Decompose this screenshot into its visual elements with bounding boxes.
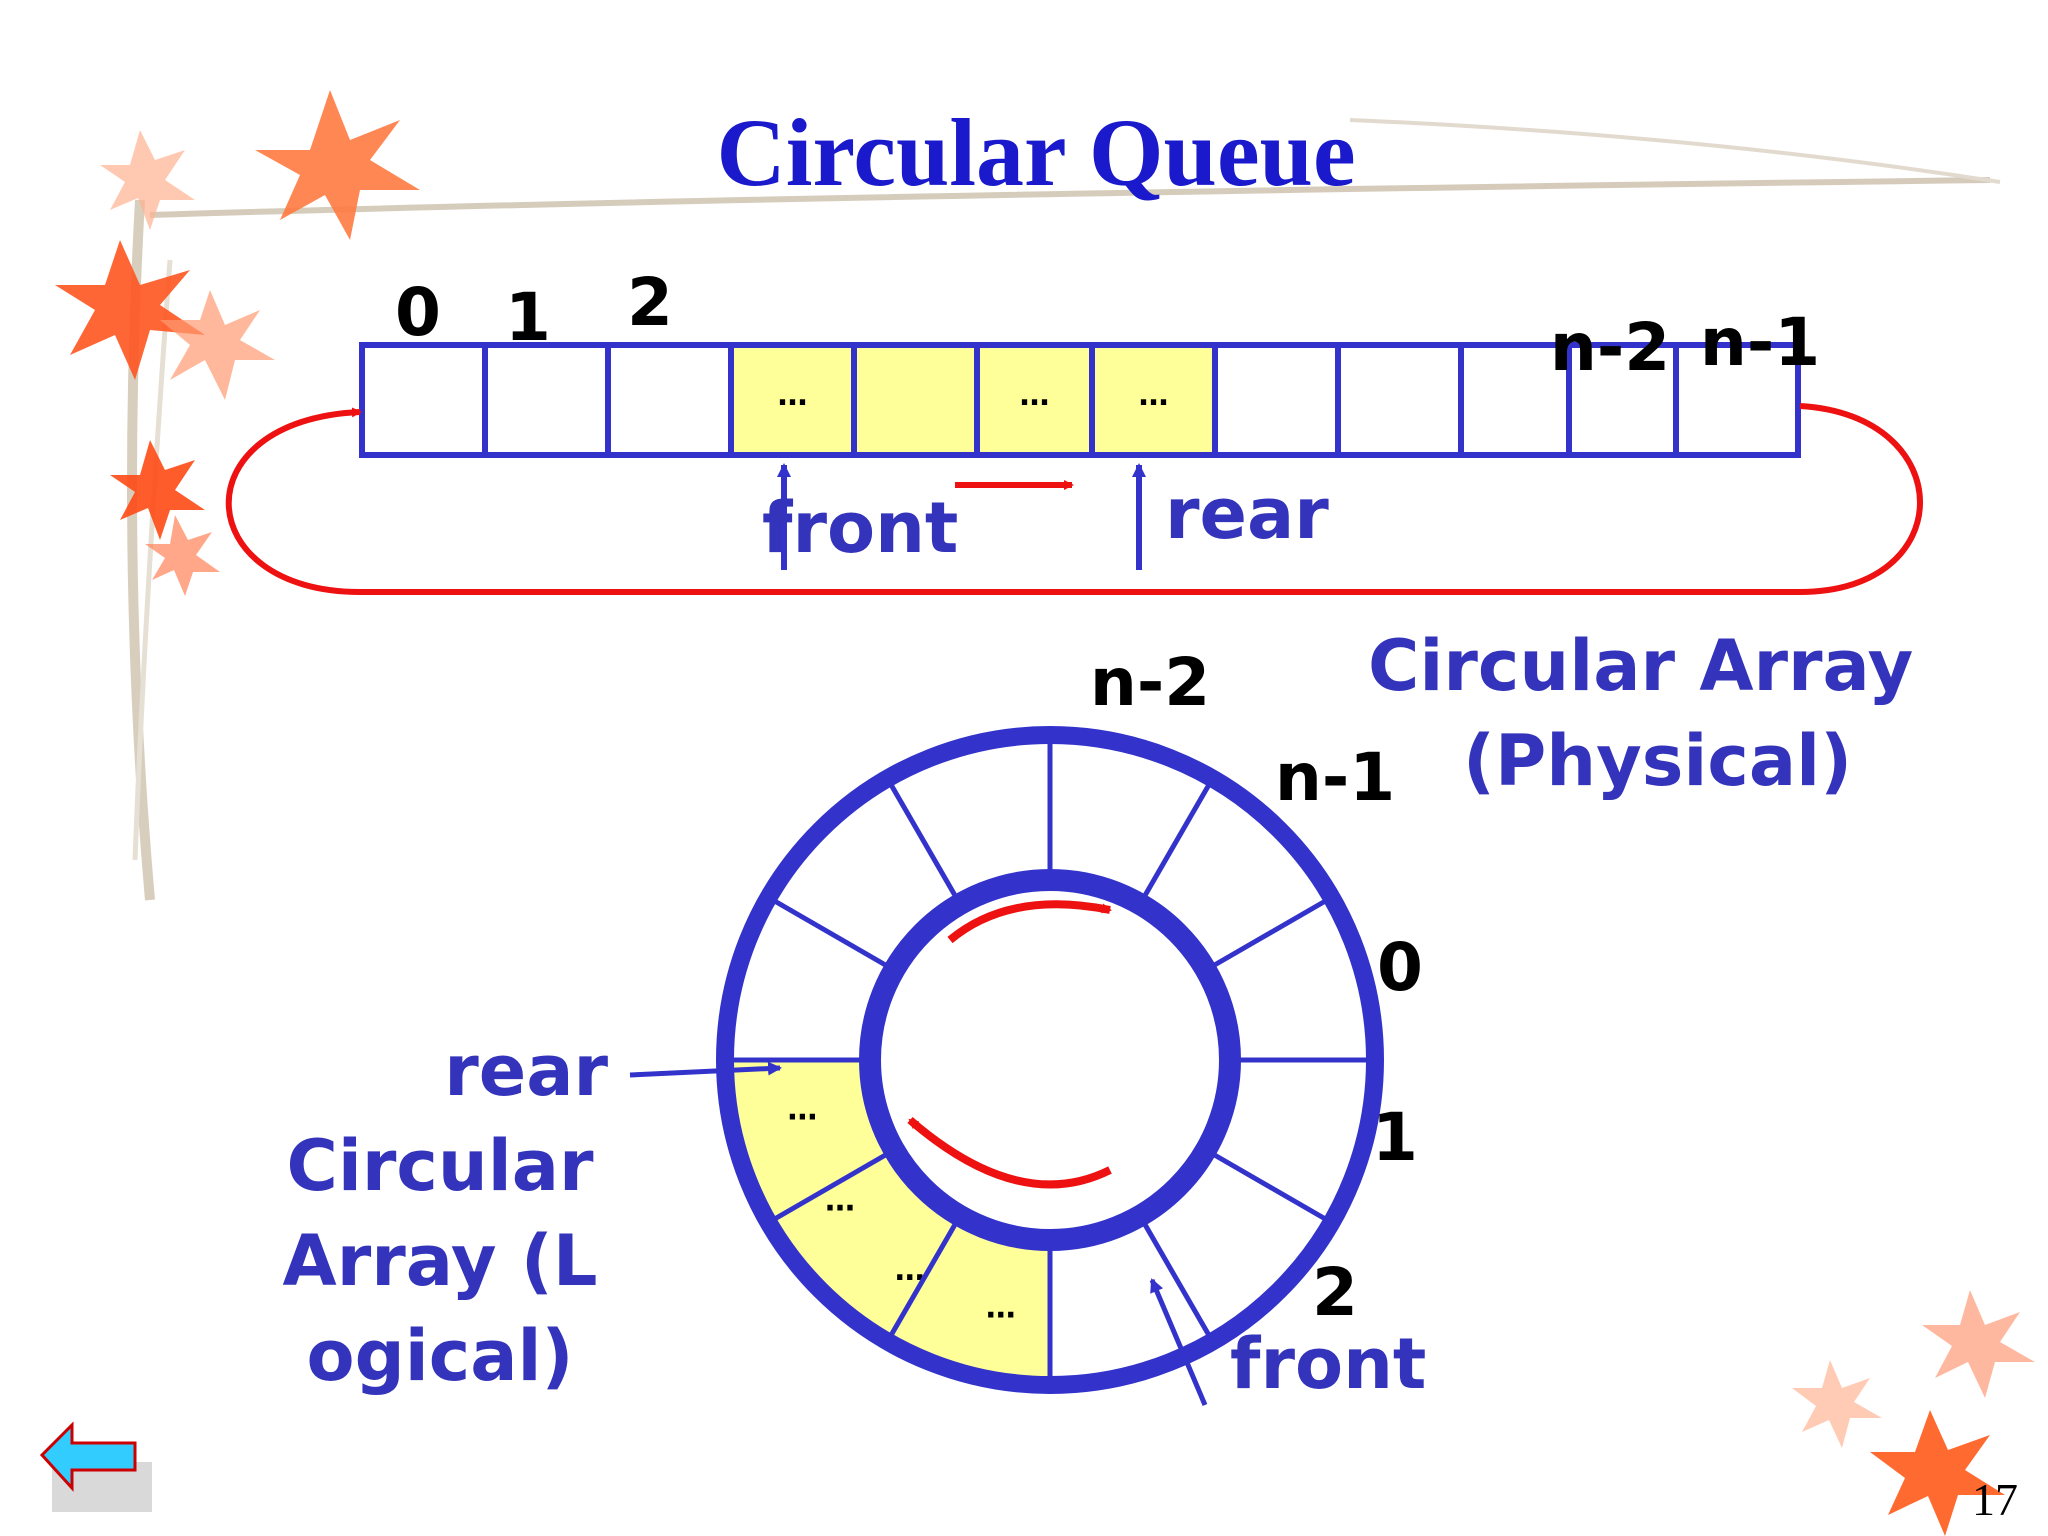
ring-inner-circle [859, 869, 1241, 1251]
cell-ellipsis: … [1139, 378, 1169, 413]
ring-rear-label: rear [444, 1030, 608, 1112]
array-tail-index-label: n-2 [1550, 309, 1670, 386]
ring-filled-segment [925, 1226, 1050, 1385]
linear-front-label: front [762, 487, 958, 569]
ring-index-label: 0 [1377, 929, 1423, 1006]
ring-spoke [1213, 1152, 1326, 1221]
array-index-label: 2 [627, 264, 673, 341]
logical-caption-line2: Array (L [283, 1220, 598, 1302]
ring-spoke [774, 1152, 887, 1221]
slide-title: Circular Queue [716, 99, 1355, 206]
cell-ellipsis: … [778, 378, 808, 413]
maple-leaf-cluster-top-left [55, 90, 420, 596]
left-arrow-icon [39, 1421, 137, 1492]
ring-rotation-arrow-bottom [907, 1116, 1112, 1189]
linear-front-pointer: front [762, 463, 958, 570]
linear-rear-pointer: rear [1132, 463, 1329, 570]
physical-caption-line2: (Physical) [1463, 720, 1852, 802]
ring-index-label: 1 [1372, 1099, 1418, 1176]
wraparound-arrow [225, 403, 1923, 595]
ring-spoke [1213, 899, 1326, 968]
array-cell [974, 342, 1095, 458]
logical-caption-line3: ogical) [307, 1315, 574, 1397]
cell-ellipsis: … [1020, 378, 1050, 413]
array-cell [482, 342, 611, 458]
array-cell [1089, 342, 1218, 458]
ring-front-label: front [1230, 1323, 1426, 1405]
ring-segment-ellipsis: … [986, 1291, 1016, 1326]
ring-spoke [1142, 1223, 1211, 1336]
array-index-label: 0 [395, 274, 441, 351]
array-cell [1212, 342, 1341, 458]
ring-segment-ellipsis: … [787, 1092, 817, 1127]
array-tail-index-label: n-1 [1700, 304, 1820, 381]
ring-spoke [774, 899, 887, 968]
ring-rear-pointer: rear [444, 1030, 782, 1112]
ring-outer-circle [716, 726, 1384, 1394]
array-cell [1566, 342, 1679, 458]
maple-leaf-cluster-bottom-right [1792, 1290, 2035, 1536]
ring-index-label: n-2 [1090, 644, 1210, 721]
physical-caption: Circular Array (Physical) [1368, 625, 1913, 802]
ring-spoke [889, 1223, 958, 1336]
physical-caption-line1: Circular Array [1368, 625, 1913, 707]
array-cell [1335, 342, 1464, 458]
back-button[interactable] [39, 1421, 152, 1512]
ring-filled-segment [725, 1060, 884, 1185]
ring-spoke [1142, 784, 1211, 897]
array-index-label: 1 [505, 279, 551, 356]
array-cell [1458, 342, 1572, 458]
logical-caption: Circular Array (L ogical) [283, 1125, 598, 1397]
page-number: 17 [1972, 1474, 2018, 1525]
ring-spoke [889, 784, 958, 897]
array-cell [1673, 342, 1801, 458]
array-cell [851, 342, 980, 458]
array-cell [605, 342, 734, 458]
ring-index-label: n-1 [1275, 739, 1395, 816]
logical-caption-line1: Circular [287, 1125, 594, 1207]
ring-rotation-arrow-top [947, 900, 1112, 944]
ring-index-label: 2 [1312, 1254, 1358, 1331]
ring-front-pointer: front [1149, 1278, 1426, 1406]
array-cell [359, 342, 488, 458]
linear-rear-label: rear [1165, 473, 1329, 555]
